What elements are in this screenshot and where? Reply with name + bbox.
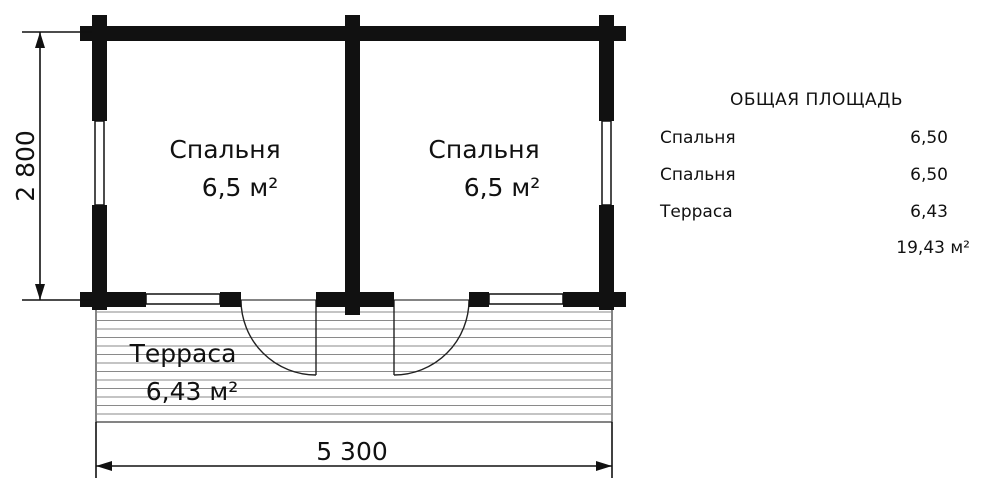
width-dimension <box>95 422 613 478</box>
room-area-bedroom-2: 6,5 м² <box>464 173 541 202</box>
summary-row-name: Спальня <box>660 165 736 185</box>
height-label: 2 800 <box>11 130 40 202</box>
window-bottom-left <box>145 293 221 305</box>
window-bottom-right <box>488 293 564 305</box>
terrace-deck <box>95 299 613 423</box>
window-left <box>94 120 105 206</box>
door-right <box>393 299 470 376</box>
summary-row-name: Терраса <box>660 202 733 222</box>
summary-row: Спальня 6,50 <box>660 128 948 150</box>
room-area-terrace: 6,43 м² <box>146 377 239 406</box>
door-left <box>240 299 317 376</box>
summary-row: Спальня 6,50 <box>660 165 948 187</box>
width-label: 5 300 <box>316 437 388 466</box>
summary-row-value: 6,43 <box>910 202 948 222</box>
summary-row-value: 6,50 <box>910 128 948 148</box>
room-name-bedroom-2: Спальня <box>428 135 539 164</box>
room-area-bedroom-1: 6,5 м² <box>202 173 279 202</box>
summary-row-value: 6,50 <box>910 165 948 185</box>
summary-title: ОБЩАЯ ПЛОЩАДЬ <box>730 90 904 110</box>
room-name-terrace: Терраса <box>129 339 237 368</box>
room-name-bedroom-1: Спальня <box>169 135 280 164</box>
summary-total: 19,43 м² <box>896 238 970 258</box>
summary-row-name: Спальня <box>660 128 736 148</box>
height-dimension <box>22 31 92 301</box>
summary-row: Терраса 6,43 <box>660 202 948 224</box>
window-right <box>601 120 612 206</box>
walls <box>80 15 626 315</box>
windows <box>94 120 612 305</box>
